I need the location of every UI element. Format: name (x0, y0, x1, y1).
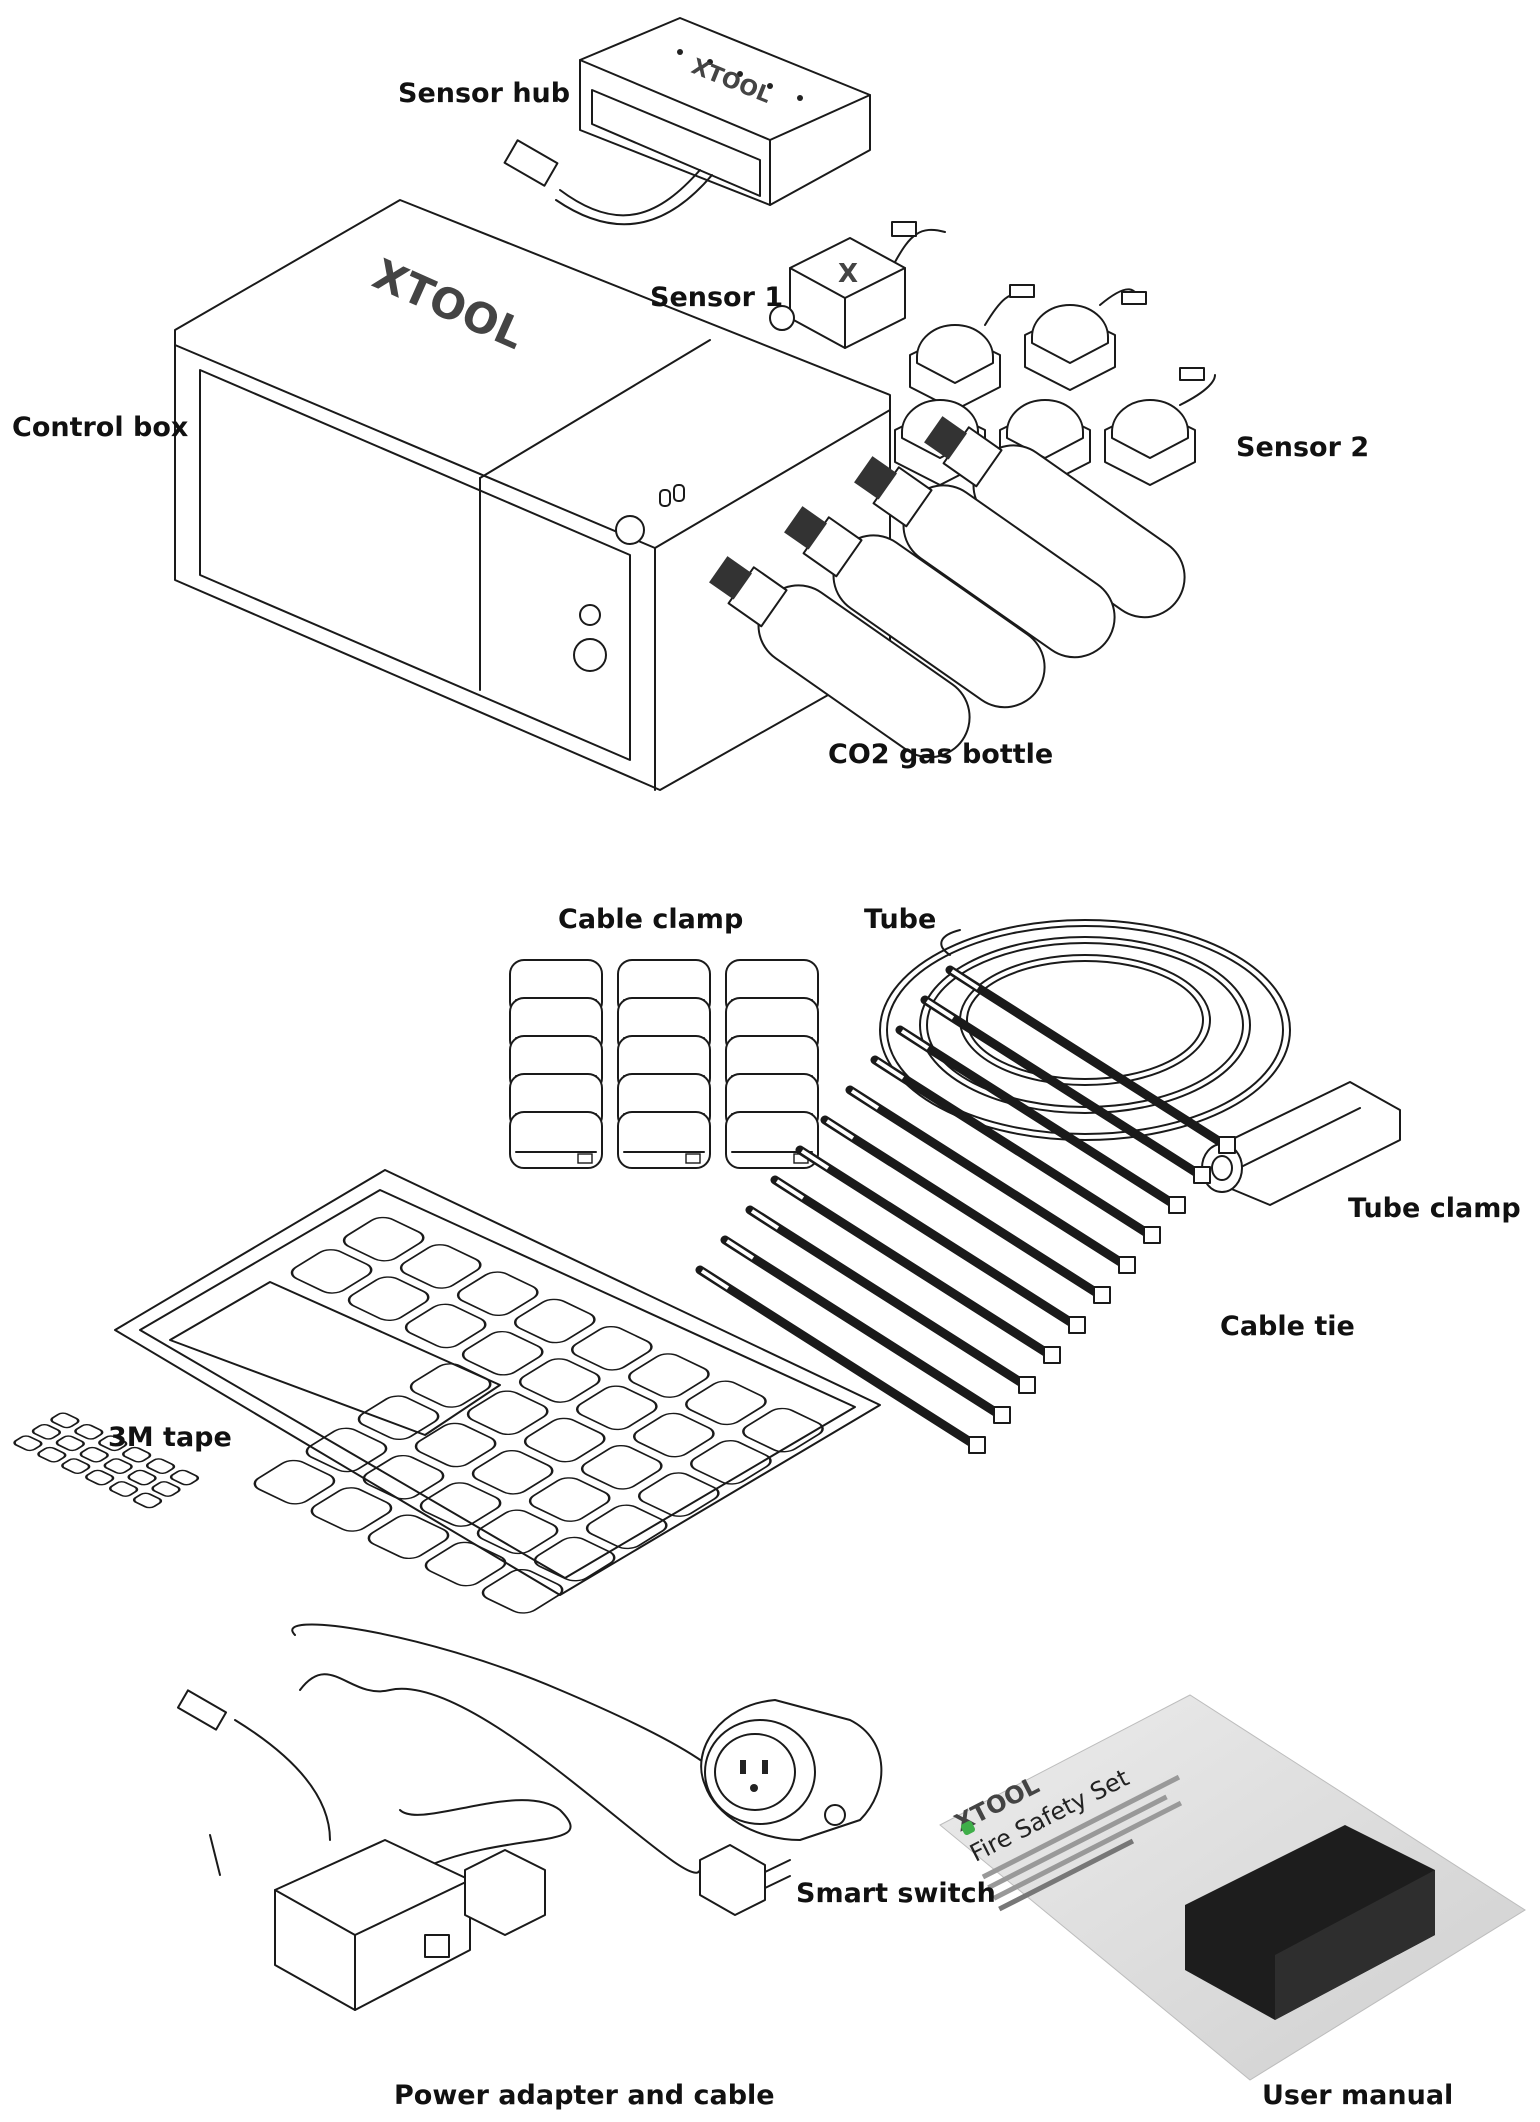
cable-clamp-illustration (509, 959, 819, 1169)
user-manual-illustration: XTOOL Fire Safety Set (939, 1694, 1526, 2081)
label-power-adapter: Power adapter and cable (394, 2080, 775, 2111)
label-smart-switch: Smart switch (796, 1878, 996, 1909)
tube-illustration (879, 919, 1291, 1141)
cable-tie (870, 1055, 1161, 1244)
cable-tie (945, 965, 1236, 1154)
label-cable-tie: Cable tie (1220, 1311, 1355, 1342)
cable-tie (695, 1265, 986, 1454)
control-box-illustration: XTOOL (174, 199, 891, 791)
power-adapter-illustration (176, 1623, 791, 2011)
cable-tie (820, 1115, 1111, 1304)
cable-tie-illustration (695, 965, 1236, 1454)
cable-tie (770, 1175, 1061, 1364)
cable-clamp (617, 1111, 711, 1169)
3m-tape-illustration (13, 1169, 881, 1614)
label-3m-tape: 3M tape (108, 1422, 232, 1453)
label-sensor-hub: Sensor hub (398, 78, 571, 109)
cable-tie (795, 1145, 1086, 1334)
label-control-box: Control box (12, 412, 189, 443)
label-tube: Tube (864, 904, 937, 935)
sensor-hub-illustration: XTOOL (503, 17, 871, 226)
cable-tie (745, 1205, 1036, 1394)
label-cable-clamp: Cable clamp (558, 904, 744, 935)
cable-tie (920, 995, 1211, 1184)
label-sensor-2: Sensor 2 (1236, 432, 1370, 463)
label-tube-clamp: Tube clamp (1348, 1193, 1521, 1224)
cable-tie (720, 1235, 1011, 1424)
tube-clamp-illustration (1201, 1081, 1401, 1206)
svg-text:X: X (838, 259, 858, 289)
label-sensor-1: Sensor 1 (650, 282, 784, 313)
cable-clamp (725, 1111, 819, 1169)
sensor-1-illustration: X (769, 221, 946, 349)
label-co2-gas-bottle: CO2 gas bottle (828, 739, 1054, 770)
label-user-manual: User manual (1262, 2080, 1454, 2111)
cable-clamp (509, 1111, 603, 1169)
cable-tie (895, 1025, 1186, 1214)
smart-switch-illustration (700, 1699, 883, 1841)
cable-tie (845, 1085, 1136, 1274)
co2-bottle-illustration (709, 416, 1186, 759)
